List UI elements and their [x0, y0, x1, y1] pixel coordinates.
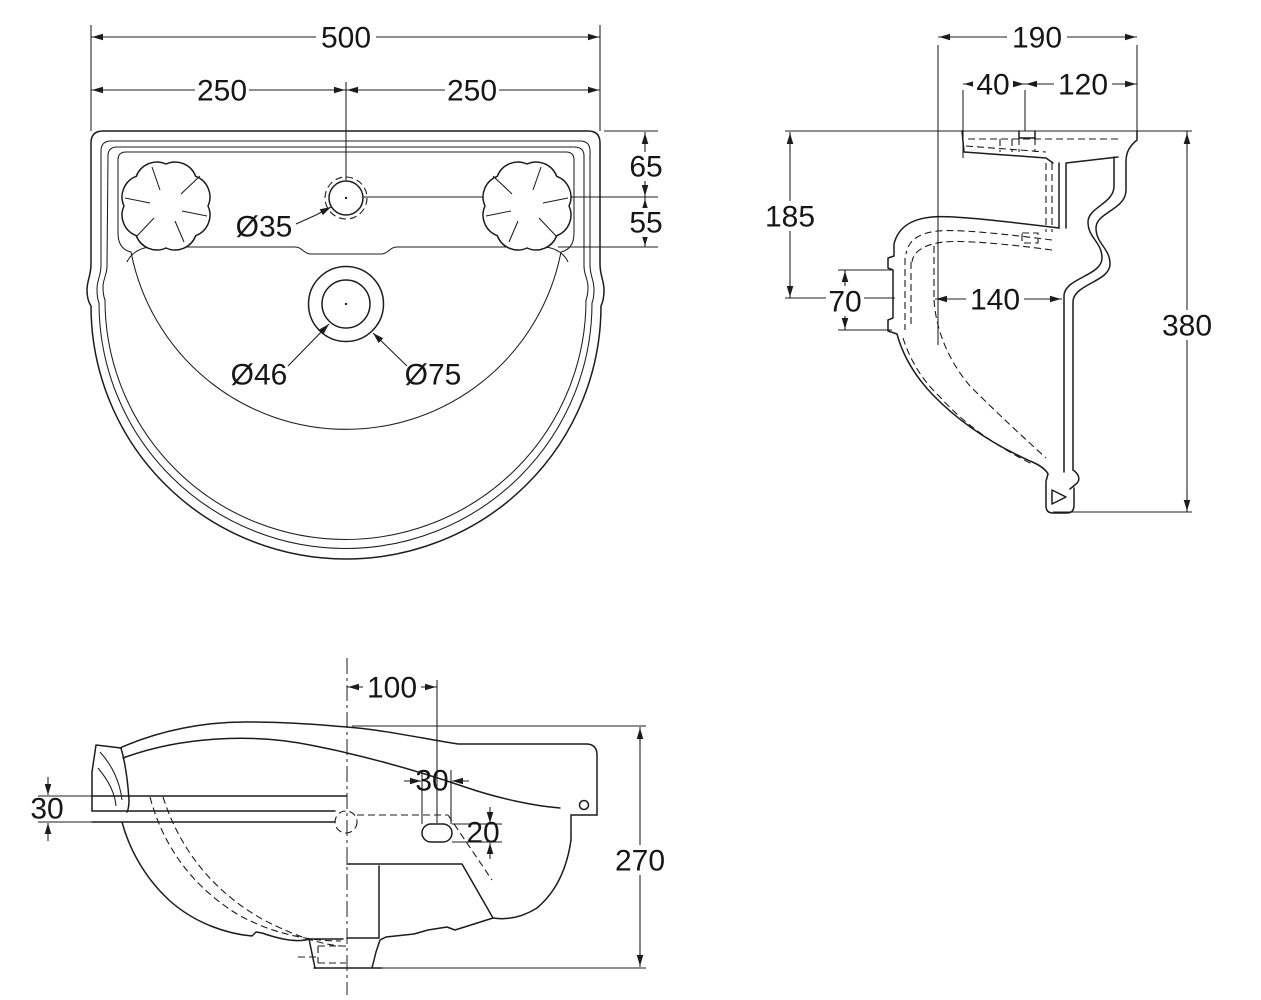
flower-recess-right: [482, 161, 572, 251]
dim-waste-outer-dia: Ø75: [405, 359, 462, 392]
dim-plan-rim-to-taphole: 65: [629, 151, 662, 184]
deck-section: [961, 130, 1054, 164]
dim-front-rim-band: 30: [30, 793, 63, 826]
dim-side-depth: 190: [1012, 22, 1062, 55]
fixing-hole: [578, 799, 590, 811]
fixing-lug: [1045, 469, 1080, 514]
front-view: 100 30 30 20 270: [30, 658, 669, 995]
bowl-left-silhouette: [121, 821, 310, 942]
dim-plan-right-half: 250: [447, 75, 497, 108]
left-rim: [91, 744, 122, 812]
dim-side-taphole-to-front: 120: [1058, 69, 1108, 102]
dim-side-apron-height: 70: [828, 286, 861, 319]
leader-waste-outer: [372, 332, 408, 367]
flower-recess-left: [121, 161, 211, 251]
leader-waste-inner: [287, 323, 330, 367]
dim-plan-taphole-to-deck: 55: [629, 207, 662, 240]
dim-side-front-drop: 185: [765, 201, 815, 234]
bowl-right-silhouette: [492, 839, 572, 920]
dim-tap-hole-dia: Ø35: [236, 211, 293, 244]
taphole-section: [1018, 130, 1036, 139]
dim-plan-overall: 500: [321, 22, 371, 55]
dim-plan-left-half: 250: [197, 75, 247, 108]
waste-hole: [307, 265, 385, 343]
dim-waste-inner-dia: Ø46: [231, 359, 288, 392]
back-wall-outer: [1072, 130, 1138, 471]
leader-tap-hole: [295, 206, 332, 225]
back-wall-inner: [1063, 156, 1115, 473]
tap-hole: [324, 176, 368, 220]
dim-front-overflow-offset: 100: [367, 672, 417, 705]
dim-front-height: 270: [615, 845, 665, 878]
tap-hole-hidden: [334, 810, 358, 834]
dim-side-inner-depth: 140: [970, 284, 1020, 317]
overflow-slot: [421, 823, 453, 843]
top-edge: [119, 721, 598, 816]
dim-front-overflow-width: 30: [415, 765, 448, 798]
side-view: 190 40 120 185 70 140 380: [760, 22, 1216, 514]
back-ridge: [122, 737, 561, 809]
dim-side-back-to-taphole: 40: [976, 69, 1009, 102]
plan-view: 500 250 250 65 55 Ø35 Ø46 Ø75: [86, 22, 663, 560]
bowl-section-profile: [887, 215, 1060, 475]
dim-side-overall-height: 380: [1162, 310, 1212, 343]
dim-front-overflow-height: 20: [466, 817, 499, 850]
